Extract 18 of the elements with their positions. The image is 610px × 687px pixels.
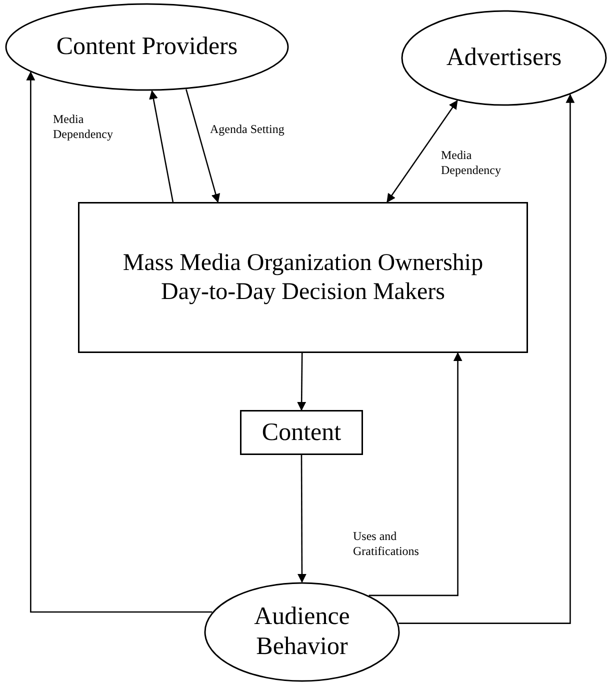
arrow xyxy=(398,94,575,624)
process-box xyxy=(240,410,363,455)
node-label: Content Providers xyxy=(55,32,239,62)
process-box xyxy=(78,202,528,353)
arrow xyxy=(26,71,212,613)
arrow xyxy=(149,90,174,202)
node-label: Advertisers xyxy=(445,43,563,73)
ellipse-node xyxy=(401,10,607,106)
node-label: Mass Media Organization Ownership Day-to-Day Decision Makers xyxy=(122,248,484,306)
arrow xyxy=(297,353,306,411)
arrow xyxy=(186,89,220,203)
ellipse-node xyxy=(204,582,400,682)
ellipse-node xyxy=(5,3,289,91)
node-label: Audience Behavior xyxy=(253,602,351,662)
arrow xyxy=(368,352,462,596)
arrow xyxy=(297,455,306,583)
arrow xyxy=(386,100,458,203)
node-label: Content xyxy=(260,418,342,448)
